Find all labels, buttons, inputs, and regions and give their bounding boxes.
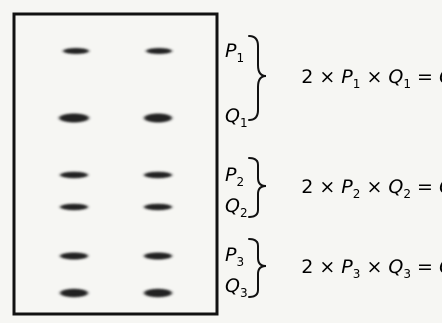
label-q1: Q1 [225,105,248,130]
band-p3-lane2 [144,252,172,260]
brace-2 [248,157,267,218]
band-q2-lane2 [144,203,172,211]
band-p2-lane1 [60,171,88,179]
braces [248,35,267,298]
band-q1-lane2 [144,113,172,123]
label-q2: Q2 [225,195,248,220]
band-p1-lane1 [63,48,89,54]
band-q3-lane1 [60,288,88,298]
label-q3: Q3 [225,275,248,300]
band-p1-lane2 [146,48,172,54]
bands [59,48,172,298]
label-p2: P2 [225,164,244,189]
equation-1: 2 × P1 × Q1 = G1 [271,66,442,93]
band-q1-lane1 [59,113,89,123]
band-p2-lane2 [144,171,172,179]
brace-3 [248,238,267,298]
equation-3: 2 × P3 × Q3 = G3 [271,256,442,283]
band-q3-lane2 [144,288,172,298]
band-p3-lane1 [60,252,88,260]
equation-2: 2 × P2 × Q2 = G2 [271,176,442,203]
band-q2-lane1 [60,203,88,211]
brace-1 [248,35,267,121]
label-p1: P1 [225,40,244,65]
label-p3: P3 [225,244,244,269]
gel-frame [12,12,219,316]
